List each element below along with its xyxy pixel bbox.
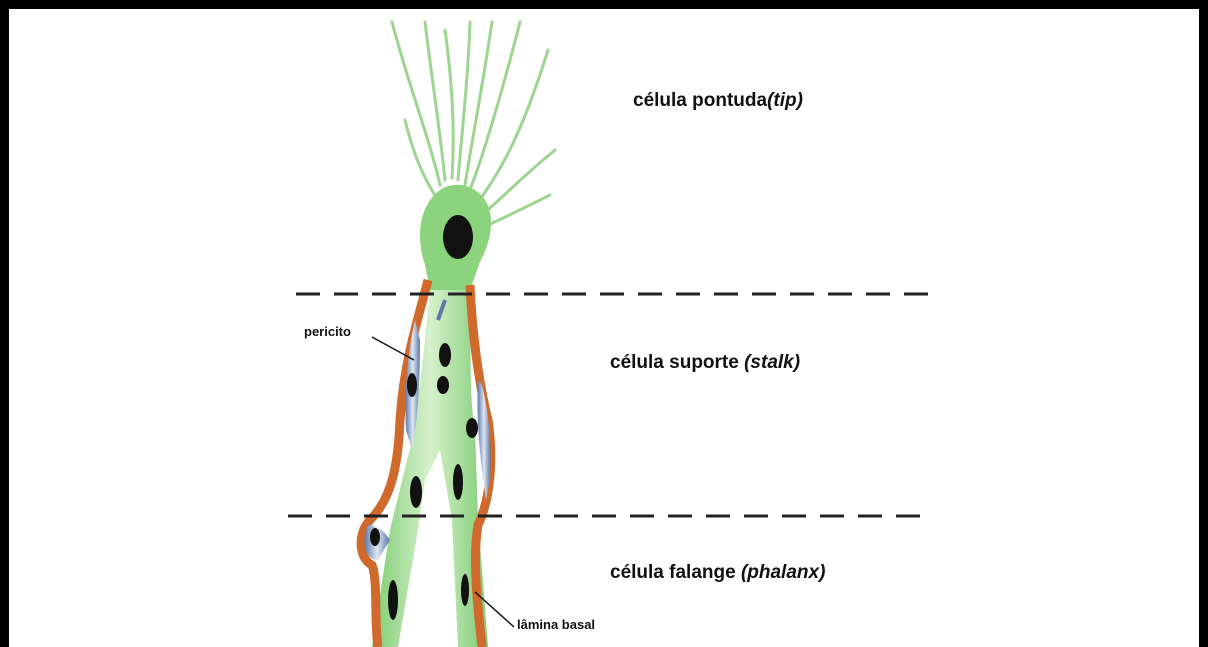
basal-lamina-label: lâmina basal [517,617,595,632]
tip-cell-label: célula pontuda(tip) [633,90,803,112]
tip-cell-nucleus [443,215,473,259]
phalanx-cell-label: célula falange (phalanx) [610,562,825,584]
pericyte-label: pericito [304,324,351,339]
stalk-cell-label: célula suporte (stalk) [610,352,800,374]
